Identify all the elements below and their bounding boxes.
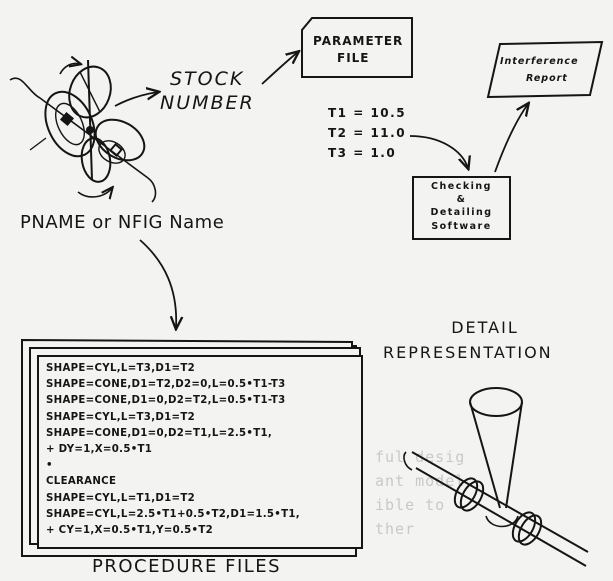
procedure-line: •: [46, 460, 53, 472]
procedure-line: SHAPE=CYL,L=T1,D1=T2: [46, 492, 195, 504]
procedure-files-label: PROCEDURE FILES: [92, 556, 282, 577]
parameter-file-box: [301, 17, 413, 78]
pname-label: PNAME or NFIG Name: [20, 212, 225, 233]
interference-report-box: [486, 40, 604, 99]
procedure-line: SHAPE=CONE,D1=0,D2=T2,L=0.5•T1-T3: [46, 395, 286, 407]
bleed-text-3: ible to: [375, 496, 446, 514]
procedure-line: SHAPE=CYL,L=T3,D1=T2: [46, 411, 195, 423]
detail-label-1: DETAIL: [451, 318, 519, 337]
interference-report-label-2: Report: [526, 73, 568, 84]
detail-representation-drawing: [403, 387, 589, 567]
parameter-t3: T3 = 1.0: [328, 146, 397, 160]
checking-label-4: Software: [431, 221, 492, 232]
checking-label-3: Detailing: [430, 207, 493, 218]
bleed-text-4: ther: [375, 520, 416, 538]
procedure-line: CLEARANCE: [46, 476, 117, 488]
parameter-t2: T2 = 11.0: [328, 126, 407, 140]
checking-software-box: [412, 176, 511, 240]
bleed-text-2: ant model: [375, 472, 466, 490]
procedure-line: + CY=1,X=0.5•T1,Y=0.5•T2: [46, 525, 213, 536]
parameter-t1: T1 = 10.5: [328, 106, 407, 120]
checking-label-2: &: [456, 194, 467, 205]
part-sketch-icon: [9, 60, 157, 203]
stock-number-label-2: NUMBER: [160, 92, 255, 114]
procedure-line: + DY=1,X=0.5•T1: [46, 444, 153, 455]
stock-number-label-1: STOCK: [170, 68, 245, 90]
procedure-files-stack: [21, 338, 363, 557]
procedure-line: SHAPE=CYL,L=2.5•T1+0.5•T2,D1=1.5•T1,: [46, 508, 300, 520]
detail-label-2: REPRESENTATION: [383, 343, 553, 362]
checking-label-1: Checking: [431, 181, 492, 192]
procedure-line: SHAPE=CONE,D1=0,D2=T1,L=2.5•T1,: [46, 427, 273, 439]
parameter-file-label-1: PARAMETER: [313, 34, 404, 48]
interference-report-label-1: Interference: [500, 56, 579, 67]
parameter-file-label-2: FILE: [337, 51, 370, 65]
procedure-line: SHAPE=CYL,L=T3,D1=T2: [46, 363, 195, 374]
procedure-line: SHAPE=CONE,D1=T2,D2=0,L=0.5•T1-T3: [46, 379, 286, 391]
